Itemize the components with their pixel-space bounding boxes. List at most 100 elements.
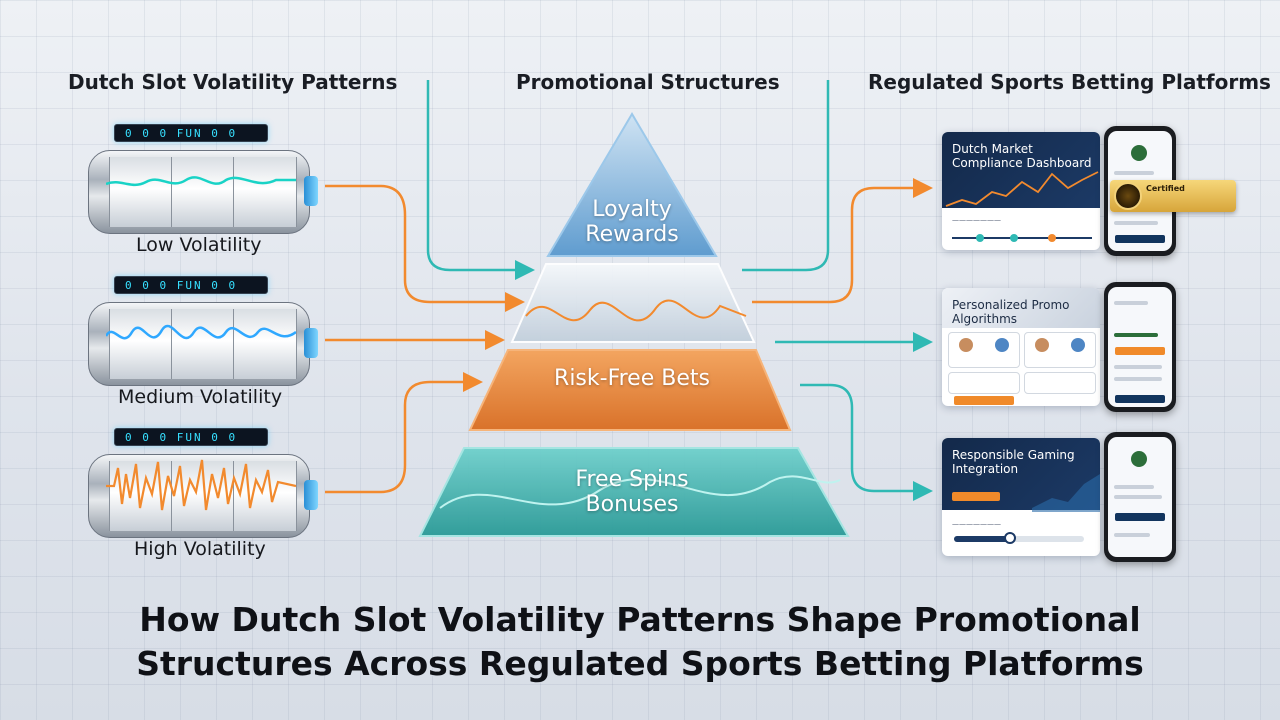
phone-row [1114, 365, 1162, 369]
certified-seal-icon [1114, 182, 1142, 210]
phone-logo [1131, 145, 1147, 161]
connector-to-dash-3 [800, 383, 933, 501]
profile-card [1024, 332, 1096, 368]
slot-machine-medium: 0 0 0 FUN 0 0 [88, 276, 324, 386]
pyramid-label-middle: Risk-Free Bets [554, 366, 710, 391]
dashboard-header [942, 132, 1100, 208]
low-volatility-wave [106, 176, 296, 187]
slot-reel [109, 157, 173, 227]
main-title-line1: How Dutch Slot Volatility Patterns Shape… [139, 600, 1141, 639]
pyramid-tier-bottom [418, 447, 850, 537]
dashboard-subtitle: ——————— [952, 520, 1001, 528]
high-volatility-wave [106, 459, 296, 511]
responsible-gaming-dashboard: Responsible Gaming Integration ——————— [942, 438, 1100, 556]
slot-machine-low: 0 0 0 FUN 0 0 [88, 124, 324, 234]
slot-label-low: Low Volatility [136, 234, 262, 256]
right-column-title: Regulated Sports Betting Platforms [868, 70, 1271, 94]
slot-label-medium: Medium Volatility [118, 386, 283, 408]
slot-lever [304, 176, 318, 206]
promotional-pyramid [418, 112, 850, 537]
center-column-title: Promotional Structures [516, 70, 780, 94]
phone-row [1114, 533, 1150, 537]
profile-card [948, 332, 1020, 368]
connector-top-right [742, 80, 830, 272]
badge-text: Certified [1146, 184, 1185, 193]
phone-screen [1108, 437, 1172, 557]
phone-logo [1131, 451, 1147, 467]
gaming-orange-bar [952, 492, 1000, 501]
phone-screen [1108, 287, 1172, 407]
slot-lever [304, 328, 318, 358]
metric-card [948, 372, 1020, 394]
phone-button [1115, 235, 1165, 243]
pyramid-tier-top [546, 112, 718, 257]
phone-button [1115, 513, 1165, 521]
slot-reel [233, 309, 297, 379]
phone-row [1114, 171, 1154, 175]
connector-high-to-middle [325, 372, 483, 494]
tier-top-line1: Loyalty [592, 197, 672, 222]
tier-top-line2: Rewards [585, 222, 679, 247]
promo-orange-bar [954, 396, 1014, 405]
dashboard-area-chart [1032, 474, 1100, 512]
avatar [1035, 338, 1049, 352]
avatar [959, 338, 973, 352]
slider-thumb [1004, 532, 1016, 544]
avatar [1071, 338, 1085, 352]
avatar [995, 338, 1009, 352]
main-title: How Dutch Slot Volatility Patterns Shape… [0, 598, 1280, 686]
dashboard-title: Responsible Gaming Integration [952, 448, 1075, 476]
phone-row [1114, 495, 1162, 499]
pyramid-label-bottom: Free Spins Bonuses [532, 467, 732, 517]
dashboard-line-chart [945, 171, 1099, 207]
phone-row [1114, 221, 1158, 225]
phone-button [1115, 347, 1165, 355]
slot-display: 0 0 0 FUN 0 0 [114, 124, 268, 142]
phone-row [1114, 485, 1154, 489]
dashboard-subtitle: ——————— [952, 216, 1001, 224]
slot-reel [171, 157, 235, 227]
slot-reel [109, 461, 173, 531]
slot-machine-high: 0 0 0 FUN 0 0 [88, 428, 324, 538]
slider-fill [954, 536, 1012, 542]
metric-card [1024, 372, 1096, 394]
tier-bottom-line1: Free Spins [575, 467, 689, 492]
slot-body [88, 150, 310, 234]
dashboard-title: Dutch Market Compliance Dashboard [952, 142, 1092, 170]
pyramid-reel-band [510, 263, 756, 343]
bottom-tier-wave [439, 475, 841, 509]
dashboard-progress-track [952, 234, 1092, 242]
phone-row [1114, 333, 1158, 337]
slot-reel [233, 157, 297, 227]
phone-row [1114, 301, 1148, 305]
reel-band-wave [525, 299, 747, 322]
certified-badge: Certified [1110, 180, 1236, 212]
connector-to-dash-1 [752, 178, 933, 304]
slot-reel [109, 309, 173, 379]
gaming-phone [1104, 432, 1176, 562]
promo-algorithms-dashboard: Personalized Promo Algorithms [942, 288, 1100, 406]
tier-bottom-line2: Bonuses [585, 492, 679, 517]
dashboard-header [942, 288, 1100, 328]
slot-body [88, 454, 310, 538]
pyramid-tier-middle [468, 349, 792, 431]
slot-display: 0 0 0 FUN 0 0 [114, 276, 268, 294]
slot-reel [171, 309, 235, 379]
left-column-title: Dutch Slot Volatility Patterns [68, 70, 398, 94]
promo-phone [1104, 282, 1176, 412]
connector-low-to-top [325, 184, 525, 312]
slot-display: 0 0 0 FUN 0 0 [114, 428, 268, 446]
responsible-gaming-slider [954, 532, 1084, 544]
pyramid-label-top: Loyalty Rewards [532, 197, 732, 247]
phone-button [1115, 395, 1165, 403]
slot-body [88, 302, 310, 386]
medium-volatility-wave [106, 324, 296, 340]
connector-top-left [426, 80, 535, 280]
main-title-line2: Structures Across Regulated Sports Betti… [136, 644, 1144, 683]
phone-row [1114, 377, 1162, 381]
compliance-dashboard: Dutch Market Compliance Dashboard ——————… [942, 132, 1100, 250]
dashboard-title: Personalized Promo Algorithms [952, 298, 1070, 326]
slot-lever [304, 480, 318, 510]
slot-label-high: High Volatility [134, 538, 266, 560]
